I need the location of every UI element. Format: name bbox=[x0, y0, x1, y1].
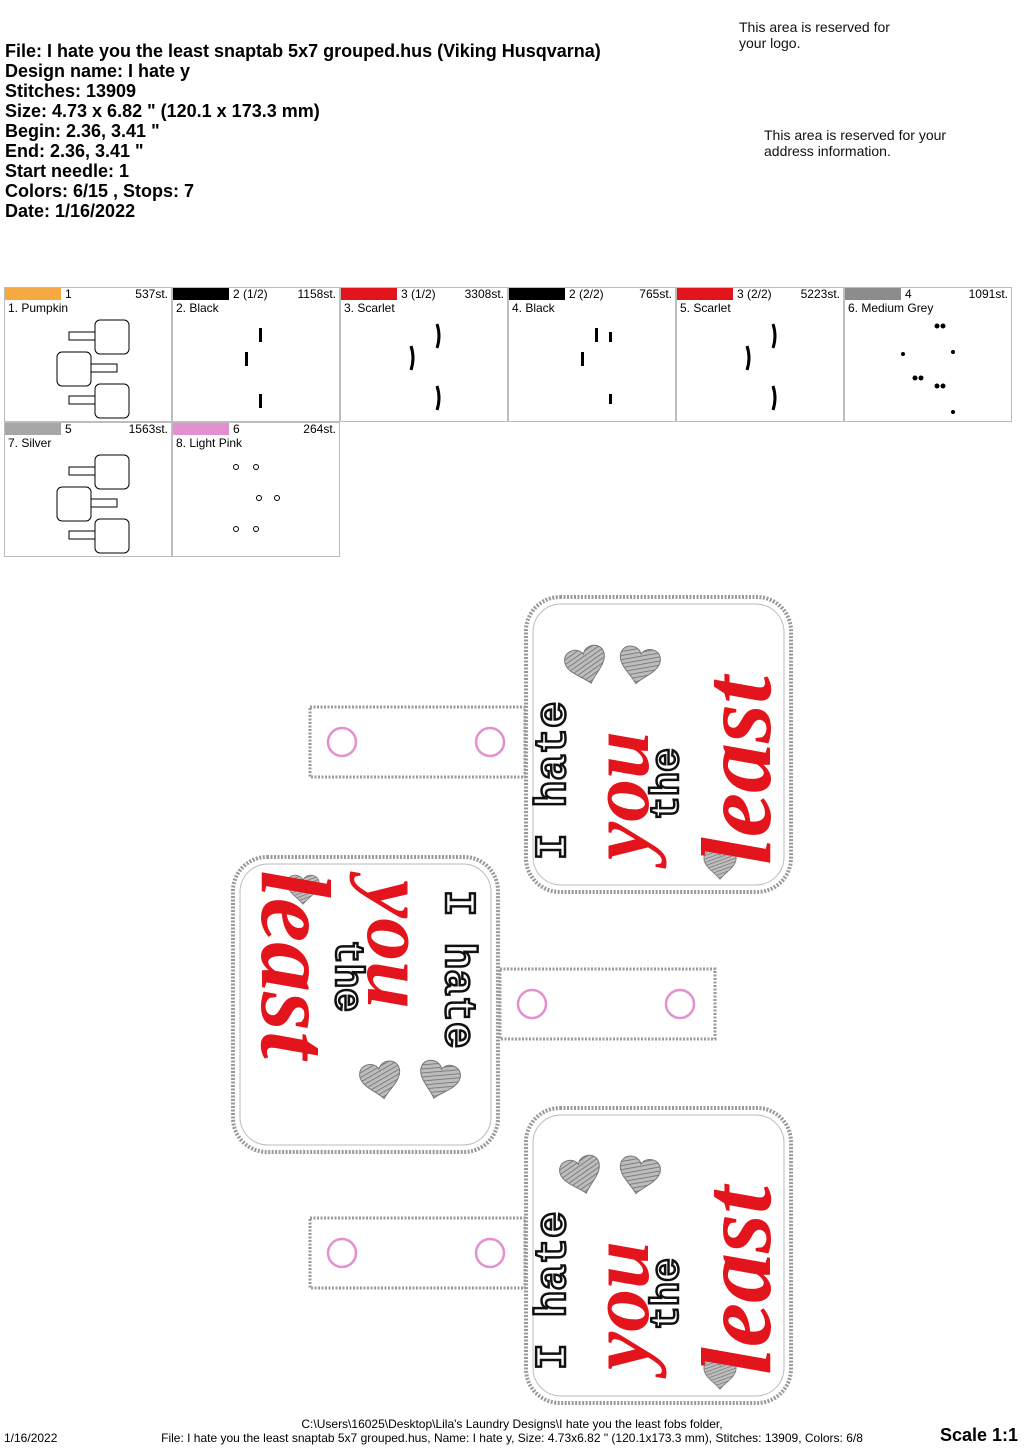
design-text-i-hate: I hate bbox=[432, 890, 482, 1048]
color-stop-stitches: 1563st. bbox=[128, 422, 168, 436]
color-stop-preview bbox=[581, 328, 612, 404]
color-swatch bbox=[509, 288, 565, 300]
color-stop-name: 3. Scarlet bbox=[344, 301, 395, 315]
design-text-you: you bbox=[571, 731, 667, 869]
start-needle-line: Start needle: 1 bbox=[5, 161, 130, 181]
color-stop-number: 3 (1/2) bbox=[401, 287, 436, 301]
color-stop-preview bbox=[56, 454, 130, 554]
footer-path: C:\Users\16025\Desktop\Lila's Laundry De… bbox=[301, 1417, 723, 1431]
design-text-the: the bbox=[646, 1258, 691, 1330]
color-stop-number: 5 bbox=[65, 422, 72, 436]
scale-label: Scale 1:1 bbox=[939, 1425, 1018, 1445]
color-stop-name: 6. Medium Grey bbox=[848, 301, 934, 315]
color-stop-stitches: 1158st. bbox=[297, 287, 336, 301]
color-stop-number: 3 (2/2) bbox=[737, 287, 772, 301]
color-swatch bbox=[173, 288, 229, 300]
design-info: File: I hate you the least snaptab 5x7 g… bbox=[5, 41, 601, 221]
color-stop-name: 7. Silver bbox=[8, 436, 52, 450]
color-stop-cell: 6 264st. 8. Light Pink bbox=[172, 422, 340, 557]
color-stop-name: 1. Pumpkin bbox=[8, 301, 69, 315]
color-swatch bbox=[677, 288, 733, 300]
color-stop-stitches: 3308st. bbox=[464, 287, 504, 301]
design-text-least: least bbox=[681, 673, 792, 865]
color-stop-cell: 2 (2/2) 765st. 4. Black bbox=[508, 287, 676, 422]
footer-date: 1/16/2022 bbox=[4, 1431, 58, 1445]
design-text-i-hate: I hate bbox=[529, 1212, 579, 1370]
color-stop-stitches: 5223st. bbox=[800, 287, 840, 301]
fob-bottom: I hate the you least bbox=[308, 1106, 793, 1405]
color-stop-preview bbox=[745, 323, 777, 411]
logo-placeholder-note: This area is reserved for your logo. bbox=[739, 19, 890, 51]
color-stop-name: 4. Black bbox=[512, 301, 555, 315]
color-stop-number: 2 (2/2) bbox=[569, 287, 604, 301]
color-swatch bbox=[5, 423, 61, 435]
fob-middle: I hate the you least bbox=[231, 855, 717, 1154]
color-swatch bbox=[845, 288, 901, 300]
design-text-you: you bbox=[571, 1241, 667, 1379]
color-stop-name: 2. Black bbox=[176, 301, 219, 315]
color-stop-cell: 3 (2/2) 5223st. 5. Scarlet bbox=[676, 287, 844, 422]
design-text-the: the bbox=[646, 748, 691, 820]
color-stop-cell: 2 (1/2) 1158st. 2. Black bbox=[172, 287, 340, 422]
color-stop-stitches: 537st. bbox=[135, 287, 168, 301]
end-line: End: 2.36, 3.41 " bbox=[5, 141, 144, 161]
design-text-i-hate: I hate bbox=[529, 702, 579, 860]
color-stop-stitches: 1091st. bbox=[968, 287, 1008, 301]
fob-top: I hate the you least bbox=[308, 595, 793, 894]
stitches-line: Stitches: 13909 bbox=[5, 81, 137, 101]
color-stop-preview bbox=[56, 319, 130, 419]
address-placeholder-note: This area is reserved for your address i… bbox=[764, 127, 947, 159]
colors-line: Colors: 6/15 , Stops: 7 bbox=[5, 181, 195, 201]
color-swatch bbox=[341, 288, 397, 300]
begin-line: Begin: 2.36, 3.41 " bbox=[5, 121, 160, 141]
snap-tab-top bbox=[308, 705, 527, 779]
color-stop-number: 1 bbox=[65, 287, 72, 301]
color-stop-name: 5. Scarlet bbox=[680, 301, 731, 315]
color-stop-cell: 1 537st. 1. Pumpkin bbox=[4, 287, 172, 422]
color-stop-preview bbox=[245, 328, 262, 408]
color-stop-stitches: 765st. bbox=[639, 287, 672, 301]
snap-tab-bottom bbox=[308, 1216, 527, 1290]
color-stop-name: 8. Light Pink bbox=[176, 436, 243, 450]
footer-file-summary: File: I hate you the least snaptab 5x7 g… bbox=[161, 1431, 863, 1445]
file-line: File: I hate you the least snaptab 5x7 g… bbox=[5, 41, 601, 61]
date-line: Date: 1/16/2022 bbox=[5, 201, 136, 221]
design-text-least: least bbox=[240, 870, 351, 1062]
color-stop-stitches: 264st. bbox=[303, 422, 336, 436]
design-preview: I hate the you least I hate the you leas… bbox=[231, 595, 793, 1405]
design-text-least: least bbox=[681, 1183, 792, 1375]
color-stop-preview bbox=[901, 323, 955, 414]
color-stop-number: 6 bbox=[233, 422, 240, 436]
size-line: Size: 4.73 x 6.82 " (120.1 x 173.3 mm) bbox=[5, 101, 320, 121]
design-text-you: you bbox=[349, 871, 445, 1009]
color-swatch bbox=[173, 423, 229, 435]
design-text-the: the bbox=[323, 940, 368, 1012]
color-stop-number: 4 bbox=[905, 287, 912, 301]
color-swatch bbox=[5, 288, 61, 300]
color-stop-number: 2 (1/2) bbox=[233, 287, 268, 301]
color-stop-cell: 3 (1/2) 3308st. 3. Scarlet bbox=[340, 287, 508, 422]
color-stop-cell: 5 1563st. 7. Silver bbox=[4, 422, 172, 557]
design-name-line: Design name: I hate y bbox=[5, 61, 191, 81]
color-stop-preview bbox=[233, 464, 280, 532]
color-stop-cell: 4 1091st. 6. Medium Grey bbox=[844, 287, 1012, 422]
snap-tab-middle bbox=[498, 967, 717, 1041]
color-stop-preview bbox=[409, 323, 441, 411]
